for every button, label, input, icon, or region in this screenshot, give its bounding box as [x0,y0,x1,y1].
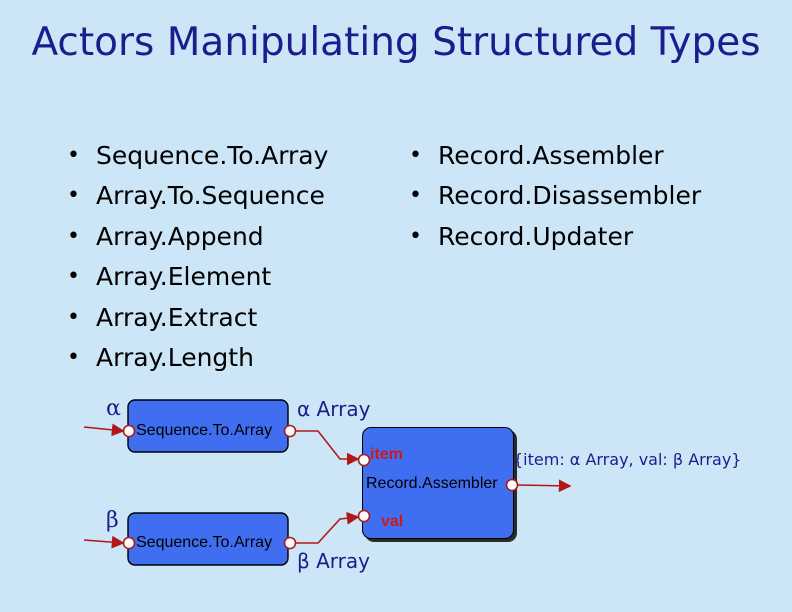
list-item: • Record.Updater [409,217,701,257]
item-input-port[interactable] [357,453,371,467]
bottom-seq-input-port[interactable] [122,536,136,550]
bottom-seq-output-port[interactable] [283,536,297,550]
bullet: • [67,264,80,290]
record-assembler-actor[interactable] [362,427,514,539]
slide-title: Actors Manipulating Structured Types [0,18,792,68]
list-item-label: Record.Disassembler [438,181,702,211]
bullet: • [409,143,422,168]
bottom-sequence-to-array-label: Sequence.To.Array [136,534,273,551]
list-item-label: Array.Length [96,343,254,373]
list-item: • Array.To.Sequence [67,176,328,216]
beta-input-label: β [106,508,119,533]
bullet: • [67,183,80,209]
top-sequence-to-array-label: Sequence.To.Array [136,422,273,439]
alpha-input-wire [83,423,125,437]
list-item-label: Array.To.Sequence [96,181,325,211]
list-item: • Array.Extract [67,298,328,338]
bullet: • [409,183,422,209]
bullet: • [67,143,80,168]
list-item: • Sequence.To.Array [67,136,329,176]
alpha-input-label: α [106,396,121,421]
array-actors-list: • Sequence.To.Array • Array.To.Sequence • A… [67,136,329,378]
bullet: • [67,223,80,249]
list-item: • Array.Element [67,257,328,297]
list-item-label: Array.Extract [96,302,258,332]
list-item-label: Record.Assembler [438,141,664,170]
record-output-wire [517,479,572,493]
list-item: • Record.Disassembler [409,176,702,216]
list-item-label: Array.Element [96,262,272,292]
record-actors-list: • Record.Assembler • Record.Disassembler •… [409,136,702,257]
list-item: • Array.Length [67,338,328,378]
top-seq-output-port[interactable] [283,424,297,438]
bullet: • [67,345,80,371]
list-item-label: Sequence.To.Array [96,141,329,170]
val-input-port[interactable] [357,509,371,523]
list-item-label: Record.Updater [438,221,634,251]
list-item: • Array.Append [67,217,328,257]
record-assembler-label: Record.Assembler [366,475,498,492]
alpha-array-type-label: α Array [297,397,371,421]
item-port-label: item [370,446,403,463]
beta-array-type-label: β Array [297,549,370,573]
bullet: • [409,223,422,249]
top-seq-input-port[interactable] [122,424,136,438]
beta-array-wire [296,511,360,544]
bullet: • [67,304,80,330]
assembler-output-port[interactable] [505,478,519,492]
record-output-type-label: {item: α Array, val: β Array} [513,450,742,469]
slide-title-text: Actors Manipulating Structured Types [31,20,761,65]
list-item: • Record.Assembler [409,136,701,176]
alpha-array-wire [296,430,360,466]
beta-input-wire [83,535,125,549]
list-item-label: Array.Append [96,221,264,251]
val-port-label: val [381,513,404,530]
